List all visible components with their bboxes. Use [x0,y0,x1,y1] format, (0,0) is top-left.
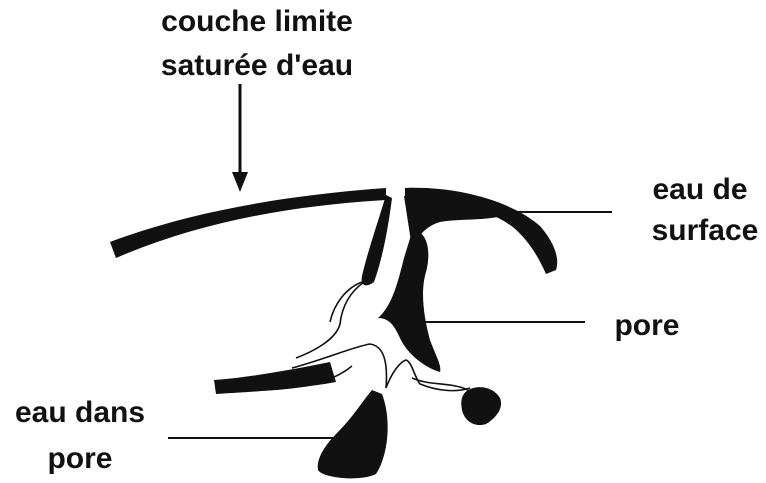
pore-water-label: eau dans pore [15,396,145,475]
boundary-layer-arrow [232,84,248,192]
surface-water-label-line1: eau de [652,173,747,206]
arrow-head [232,172,248,192]
right-water-droplet [461,387,501,425]
left-wall-water-film [362,195,392,285]
pore-label: pore [614,309,679,342]
surface-water-label-line2: surface [652,214,759,247]
surface-water-label: eau de surface [652,173,759,247]
grain-outlines [264,196,470,391]
boundary-layer-label: couche limite saturée d'eau [161,5,353,82]
pore-water-label-line2: pore [47,442,112,475]
pore-water-blob [318,390,388,478]
boundary-layer-label-line2: saturée d'eau [161,49,353,82]
pore-water-wedge [378,232,440,372]
pore-water-label-line1: eau dans [15,396,145,429]
boundary-layer-label-line1: couche limite [161,5,353,38]
left-grain-boundary-layer [110,188,386,258]
